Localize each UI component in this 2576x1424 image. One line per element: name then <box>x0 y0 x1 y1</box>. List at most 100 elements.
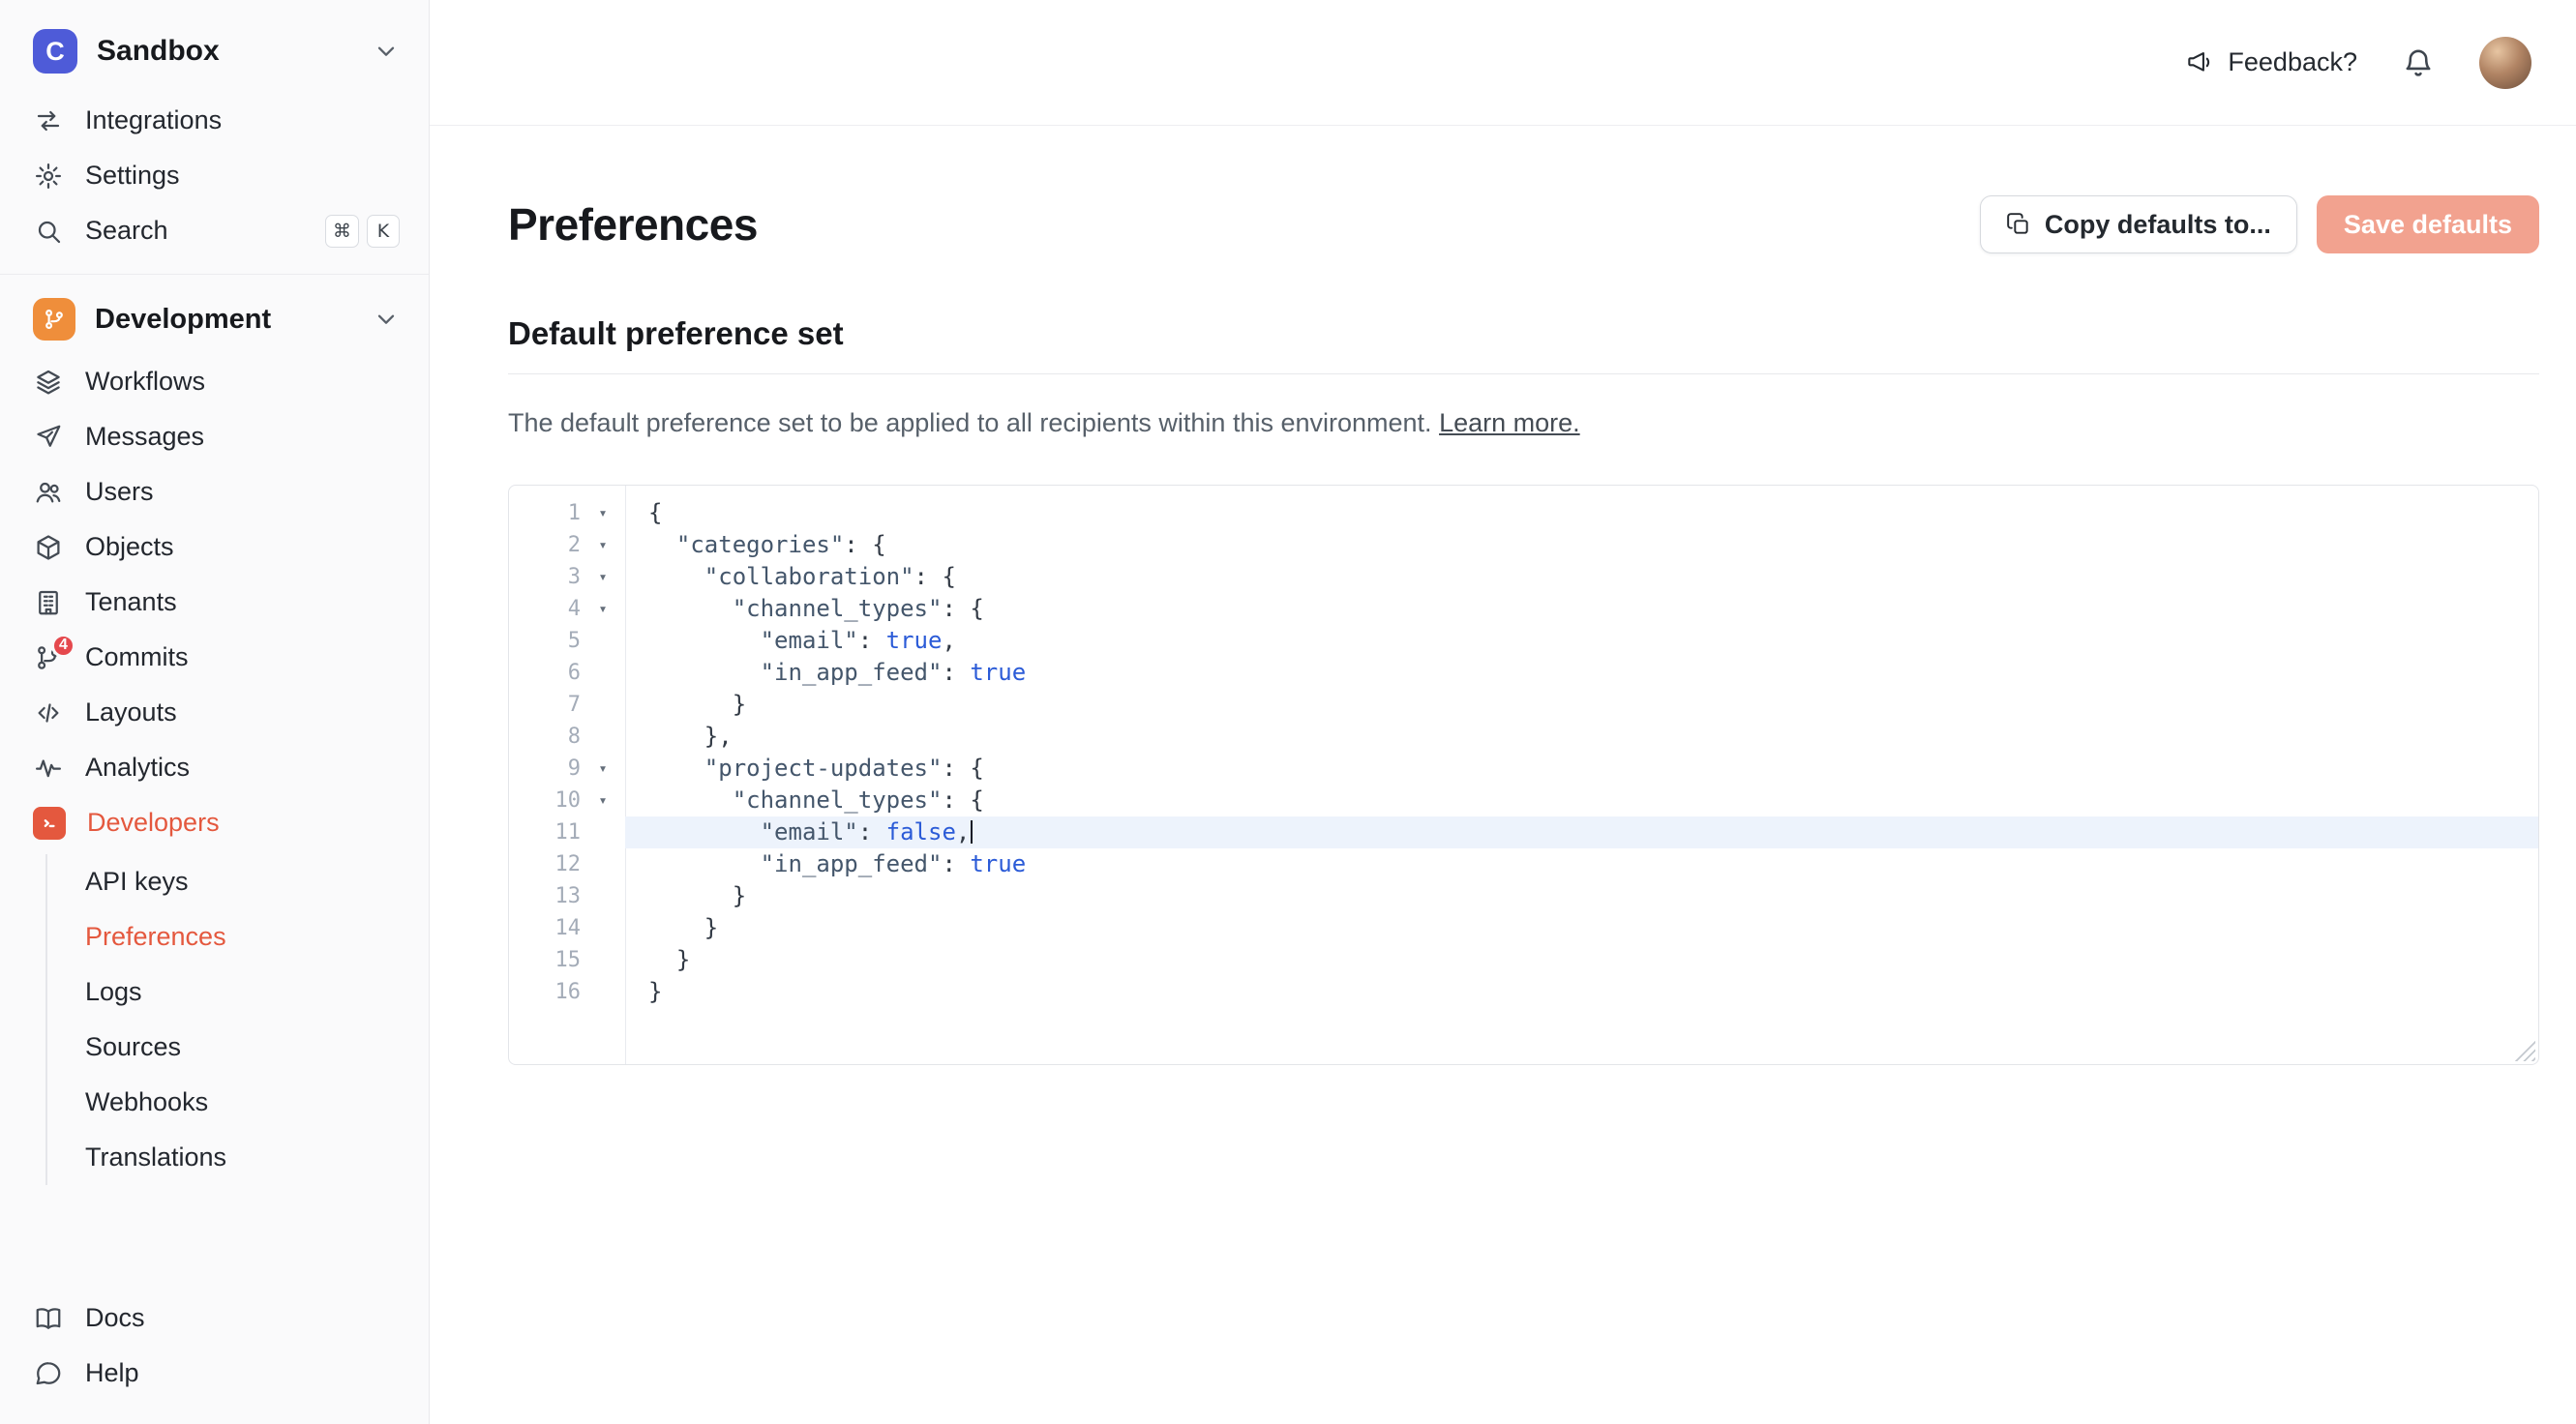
nav-item-label: Messages <box>85 422 205 451</box>
code-text[interactable]: } <box>648 914 719 941</box>
workspace-logo: C <box>33 29 77 74</box>
editor-line-4[interactable]: 4▾ "channel_types": { <box>509 593 2538 625</box>
nav-item-label: Webhooks <box>85 1087 209 1116</box>
editor-line-16[interactable]: 16} <box>509 976 2538 1008</box>
page-actions: Copy defaults to... Save defaults <box>1979 195 2539 253</box>
sidebar-item-workflows[interactable]: Workflows <box>0 354 429 409</box>
sidebar-item-webhooks[interactable]: Webhooks <box>47 1075 429 1130</box>
sidebar-item-help[interactable]: Help <box>0 1346 429 1401</box>
sidebar-item-developers[interactable]: Developers <box>0 795 429 850</box>
editor-line-5[interactable]: 5 "email": true, <box>509 625 2538 657</box>
code-text[interactable]: "email": true, <box>760 627 956 654</box>
fold-toggle-icon[interactable]: ▾ <box>598 536 608 553</box>
editor-line-14[interactable]: 14 } <box>509 912 2538 944</box>
help-icon <box>33 1358 64 1389</box>
workspace-name: Sandbox <box>97 35 220 67</box>
nav-item-label: Logs <box>85 977 142 1006</box>
code-text[interactable]: "channel_types": { <box>732 786 984 814</box>
sidebar-item-logs[interactable]: Logs <box>47 964 429 1020</box>
workspace-switcher[interactable]: C Sandbox <box>0 0 429 93</box>
editor-line-10[interactable]: 10▾ "channel_types": { <box>509 785 2538 816</box>
code-text[interactable]: "collaboration": { <box>704 563 956 590</box>
chevron-down-icon <box>373 306 400 333</box>
integrations-icon <box>33 105 64 136</box>
editor-line-13[interactable]: 13 } <box>509 880 2538 912</box>
fold-toggle-icon[interactable]: ▾ <box>598 791 608 809</box>
fold-toggle-icon[interactable]: ▾ <box>598 504 608 521</box>
code-text[interactable]: } <box>648 882 747 909</box>
editor-line-9[interactable]: 9▾ "project-updates": { <box>509 753 2538 785</box>
nav-item-label: Sources <box>85 1032 182 1061</box>
page-header: Preferences Copy defaults to... Save def… <box>508 195 2539 253</box>
sidebar-item-integrations[interactable]: Integrations <box>0 93 429 148</box>
code-text[interactable]: "project-updates": { <box>704 755 984 782</box>
line-number: 13 <box>554 884 582 908</box>
code-text[interactable]: } <box>648 946 691 973</box>
code-text[interactable]: "in_app_feed": true <box>760 850 1027 877</box>
sidebar-item-analytics[interactable]: Analytics <box>0 740 429 795</box>
workspace-initial: C <box>45 36 65 66</box>
editor-line-12[interactable]: 12 "in_app_feed": true <box>509 848 2538 880</box>
avatar[interactable] <box>2479 36 2531 89</box>
editor-line-6[interactable]: 6 "in_app_feed": true <box>509 657 2538 689</box>
fold-spacer <box>581 816 625 848</box>
fold-toggle-icon[interactable]: ▾ <box>598 600 608 617</box>
editor-line-2[interactable]: 2▾ "categories": { <box>509 529 2538 561</box>
save-defaults-button[interactable]: Save defaults <box>2316 195 2539 253</box>
nav-item-label: Preferences <box>85 922 226 951</box>
editor-line-7[interactable]: 7 } <box>509 689 2538 721</box>
code-text[interactable]: } <box>648 691 747 718</box>
learn-more-link[interactable]: Learn more. <box>1439 408 1580 437</box>
code-text[interactable]: "email": false, <box>625 816 2538 848</box>
analytics-icon <box>33 753 64 784</box>
tenants-icon <box>33 587 64 618</box>
code-text[interactable]: { <box>648 499 663 526</box>
sidebar-item-translations[interactable]: Translations <box>47 1130 429 1185</box>
code-lines[interactable]: 1▾{2▾ "categories": {3▾ "collaboration":… <box>509 486 2538 1064</box>
keyboard-shortcut: ⌘K <box>325 214 400 248</box>
nav-item-label: Objects <box>85 532 174 561</box>
fold-toggle-icon[interactable]: ▾ <box>598 568 608 585</box>
sidebar-item-preferences[interactable]: Preferences <box>47 909 429 964</box>
objects-icon <box>33 532 64 563</box>
code-text[interactable]: } <box>648 978 663 1005</box>
copy-defaults-button[interactable]: Copy defaults to... <box>1979 195 2297 253</box>
fold-spacer <box>581 625 625 657</box>
nav-item-label: Docs <box>85 1303 145 1332</box>
line-number: 6 <box>567 661 581 685</box>
editor-line-3[interactable]: 3▾ "collaboration": { <box>509 561 2538 593</box>
notifications-button[interactable] <box>2402 46 2435 79</box>
editor-line-15[interactable]: 15 } <box>509 944 2538 976</box>
code-text[interactable]: }, <box>648 723 733 750</box>
settings-icon <box>33 161 64 192</box>
environment-switcher[interactable]: Development <box>0 281 429 354</box>
sidebar-item-layouts[interactable]: Layouts <box>0 685 429 740</box>
main-area: Feedback? Preferences Copy defaults to..… <box>430 0 2576 1424</box>
code-text[interactable]: "categories": { <box>675 531 886 558</box>
editor-line-1[interactable]: 1▾{ <box>509 497 2538 529</box>
sidebar-item-search[interactable]: Search⌘K <box>0 203 429 258</box>
sidebar-item-sources[interactable]: Sources <box>47 1020 429 1075</box>
feedback-label: Feedback? <box>2228 47 2357 76</box>
sidebar-item-tenants[interactable]: Tenants <box>0 575 429 630</box>
editor-line-11[interactable]: 11 "email": false, <box>509 816 2538 848</box>
editor-line-8[interactable]: 8 }, <box>509 721 2538 753</box>
feedback-button[interactable]: Feedback? <box>2187 47 2357 77</box>
code-text[interactable]: "channel_types": { <box>732 595 984 622</box>
keycap: ⌘ <box>325 214 359 248</box>
preference-editor[interactable]: 1▾{2▾ "categories": {3▾ "collaboration":… <box>508 485 2539 1065</box>
sidebar-item-messages[interactable]: Messages <box>0 409 429 464</box>
sidebar-item-api-keys[interactable]: API keys <box>47 854 429 909</box>
code-text[interactable]: "in_app_feed": true <box>760 659 1027 686</box>
sidebar-item-docs[interactable]: Docs <box>0 1290 429 1346</box>
sidebar-item-users[interactable]: Users <box>0 464 429 519</box>
megaphone-icon <box>2187 49 2214 76</box>
docs-icon <box>33 1303 64 1334</box>
sidebar-item-objects[interactable]: Objects <box>0 519 429 575</box>
fold-toggle-icon[interactable]: ▾ <box>598 759 608 777</box>
sidebar-item-settings[interactable]: Settings <box>0 148 429 203</box>
fold-spacer <box>581 721 625 753</box>
